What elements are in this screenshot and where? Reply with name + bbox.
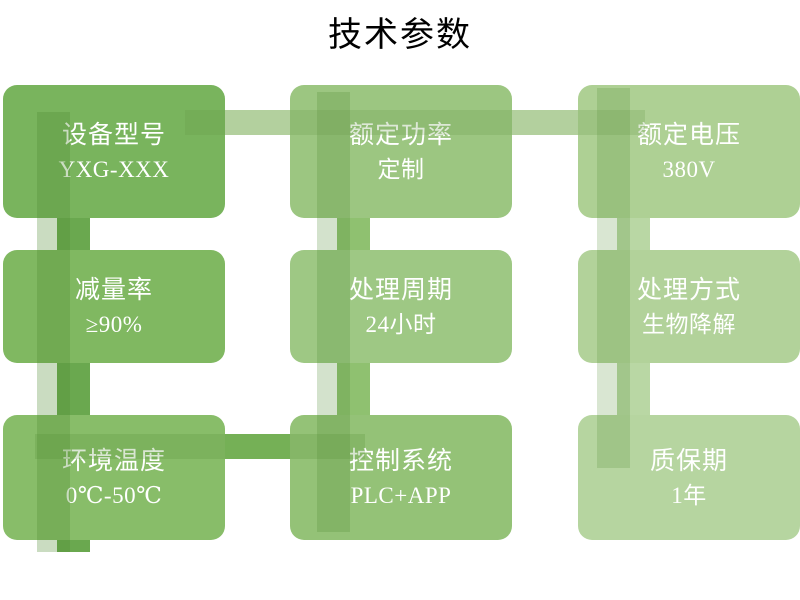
page-title: 技术参数	[328, 15, 472, 55]
vertical-connector-right-over	[597, 88, 630, 468]
horizontal-connector-top-over	[185, 110, 645, 135]
horizontal-connector-bottom-over	[35, 434, 365, 459]
vertical-connector-middle-over	[317, 92, 350, 532]
card-warranty-period-value: 1年	[671, 482, 707, 508]
vertical-connector-left-over	[37, 112, 70, 552]
